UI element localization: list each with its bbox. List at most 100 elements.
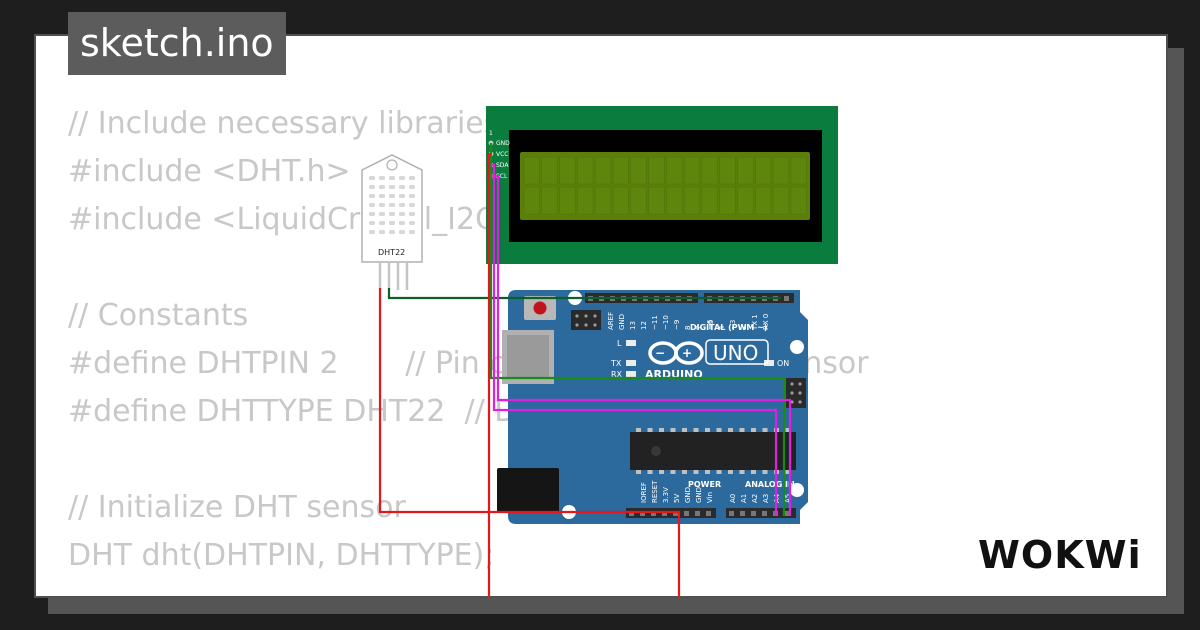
chip-pin — [647, 428, 653, 432]
lcd-char-cell — [737, 156, 754, 185]
header-pin[interactable] — [629, 511, 634, 516]
grille-slot — [389, 185, 395, 189]
code-line: // Constants — [68, 298, 249, 333]
dht-legs — [378, 262, 409, 290]
header-pin[interactable] — [762, 511, 767, 516]
lcd-char-cell — [701, 186, 718, 215]
grille-slot — [369, 221, 375, 225]
header-pin[interactable] — [784, 511, 789, 516]
led-label-l: L — [617, 339, 622, 348]
grille-slot — [379, 221, 385, 225]
chip-pin — [693, 428, 699, 432]
lcd-pin-label-scl: SCL — [496, 173, 508, 180]
lcd-char-cell — [648, 156, 665, 185]
header-pin[interactable] — [673, 511, 678, 516]
grille-slot — [379, 212, 385, 216]
lcd-char-cell — [648, 186, 665, 215]
dht22-sensor[interactable]: DHT22 — [361, 154, 423, 290]
sketch-filename-tab[interactable]: sketch.ino — [68, 12, 286, 75]
digital-pin-label: AREF — [607, 312, 615, 330]
power-pin-label: Vin — [706, 492, 714, 503]
tx-led — [626, 360, 636, 366]
lcd-pin-number: 1 — [489, 130, 493, 137]
dht-mount-hole — [386, 159, 398, 171]
model-badge — [705, 339, 769, 365]
power-pin-label: GND — [695, 487, 703, 503]
lcd-char-cell — [630, 186, 647, 215]
lcd-display[interactable]: 1 GND VCC SDA SCL — [486, 106, 838, 264]
logo-text: WOKWi — [978, 533, 1142, 577]
led-label-tx: TX — [610, 359, 622, 368]
lcd-char-cell — [683, 156, 701, 185]
arduino-infinity-logo — [648, 341, 704, 365]
chip-pin — [785, 470, 791, 474]
digital-pin-label: GND — [618, 314, 626, 330]
reset-button[interactable] — [533, 301, 547, 315]
grille-slot — [409, 212, 415, 216]
header-pin[interactable] — [662, 511, 667, 516]
analog-pin-label: A2 — [751, 494, 759, 503]
digital-pin-label: 4 — [718, 325, 726, 330]
grille-slot — [409, 203, 415, 207]
lcd-pin-label-vcc: VCC — [496, 151, 508, 158]
header-pin[interactable] — [651, 511, 656, 516]
header-pin[interactable] — [684, 511, 689, 516]
lcd-char-cell — [559, 156, 576, 185]
lcd-character-grid — [523, 156, 807, 215]
header-pin[interactable] — [751, 511, 756, 516]
lcd-char-cell — [666, 186, 683, 215]
grille-slot — [389, 176, 395, 180]
chip-pin — [636, 470, 641, 474]
grille-slot — [369, 185, 375, 189]
grille-slot — [379, 230, 385, 234]
lcd-char-cell — [737, 186, 754, 215]
digital-pin-label: ~3 — [729, 320, 737, 330]
chip-pin — [670, 428, 676, 432]
header-pin[interactable] — [729, 511, 734, 516]
grille-slot — [389, 221, 395, 225]
logo-minus: − — [655, 346, 665, 360]
chip-pin — [751, 428, 756, 432]
chip-pin — [716, 470, 722, 474]
header-pin[interactable] — [706, 511, 711, 516]
lcd-char-cell — [630, 156, 647, 185]
header-pin[interactable] — [784, 296, 789, 301]
digital-pin-label: 2 — [740, 326, 748, 330]
header-pin[interactable] — [740, 511, 745, 516]
digital-pin-label: ~9 — [673, 320, 681, 330]
chip-pin — [682, 428, 687, 432]
digital-pin-label: ~10 — [662, 315, 670, 330]
power-pin-label: IOREF — [640, 482, 648, 503]
lcd-char-cell — [594, 186, 612, 215]
lcd-char-cell — [594, 156, 612, 185]
mounting-hole — [790, 340, 804, 354]
lcd-char-cell — [559, 186, 576, 215]
wire-lcd-scl — [491, 174, 792, 516]
lcd-char-cell — [683, 186, 701, 215]
analog-pin-label: A1 — [740, 494, 748, 503]
led-label-rx: RX — [611, 370, 623, 379]
chip-pin — [762, 428, 768, 432]
lcd-char-cell — [577, 186, 594, 215]
grille-slot — [399, 221, 405, 225]
lcd-char-cell — [790, 156, 807, 185]
wokwi-logo: WOKWi — [978, 533, 1142, 577]
grille-slot — [369, 230, 375, 234]
header-pin[interactable] — [640, 511, 645, 516]
header-pin[interactable] — [695, 511, 700, 516]
chip-pin — [728, 470, 733, 474]
grille-slot — [379, 176, 385, 180]
dc-power-jack — [497, 468, 559, 512]
chip-pin — [647, 470, 653, 474]
code-line: DHT dht(DHTPIN, DHTTYPE); — [68, 538, 495, 573]
digital-pin-label: ~5 — [707, 320, 715, 330]
grille-slot — [409, 185, 415, 189]
mounting-hole — [790, 483, 804, 497]
grille-slot — [369, 212, 375, 216]
digital-pin-label: ~6 — [706, 319, 714, 330]
logo-plus: + — [682, 346, 692, 360]
code-line: // Initialize DHT sensor — [68, 490, 406, 525]
power-label: POWER — [688, 480, 721, 489]
